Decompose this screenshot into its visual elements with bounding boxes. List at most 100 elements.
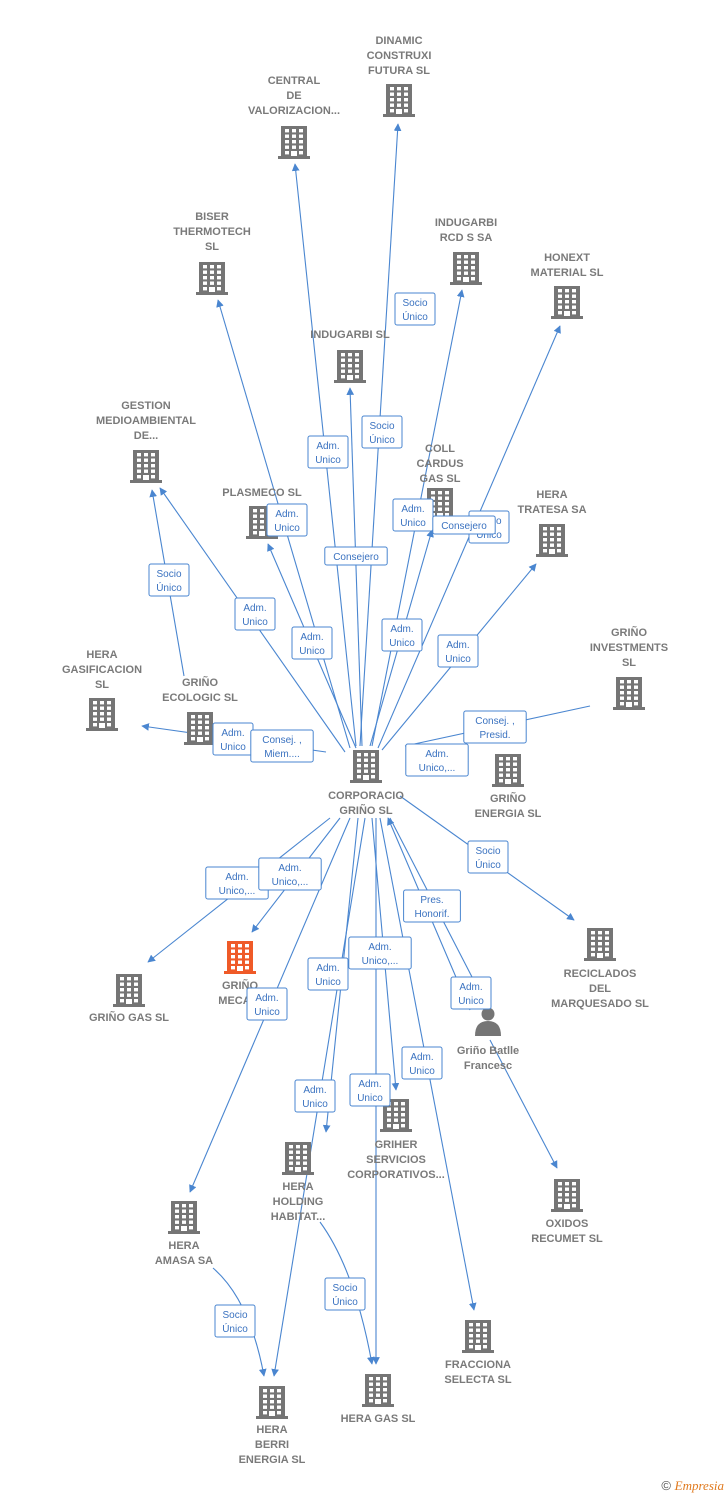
relation-label[interactable]: Adm.Unico (246, 987, 288, 1021)
brand-logo-text[interactable]: Empresia (674, 1478, 724, 1493)
building-icon[interactable] (184, 712, 216, 745)
building-icon[interactable] (380, 1099, 412, 1132)
node-griher[interactable]: GRIHERSERVICIOSCORPORATIVOS... (347, 1099, 445, 1181)
relation-label[interactable]: Adm.Unico (266, 503, 308, 537)
building-icon[interactable] (383, 84, 415, 117)
building-icon[interactable] (168, 1201, 200, 1234)
relation-label[interactable]: Consej. ,Miem.... (250, 729, 314, 763)
relation-label-text: Adm. (300, 632, 323, 643)
node-label: HOLDING (273, 1196, 324, 1208)
node-label: GRIHER (375, 1139, 418, 1151)
relation-label[interactable]: Adm.Unico (234, 597, 276, 631)
relation-label[interactable]: Adm.Unico (212, 722, 254, 756)
node-oxidos[interactable]: OXIDOS RECUMET SL (531, 1179, 603, 1245)
building-icon[interactable] (450, 252, 482, 285)
building-icon[interactable] (362, 1374, 394, 1407)
node-label: RECUMET SL (531, 1233, 603, 1245)
node-grinogas[interactable]: GRIÑO GAS SL (89, 974, 169, 1024)
node-indugarbi[interactable]: INDUGARBI SL (310, 329, 390, 383)
relation-label-text: Único (156, 581, 182, 594)
node-label: GASIFICACION (62, 664, 142, 676)
node-label: FRACCIONA (445, 1359, 511, 1371)
building-icon[interactable] (282, 1142, 314, 1175)
building-icon[interactable] (584, 928, 616, 961)
node-fracciona[interactable]: FRACCIONA SELECTA SL (444, 1320, 512, 1386)
relation-label-text: Socio (402, 298, 427, 309)
relation-label-text: Unico (315, 455, 341, 466)
relation-label[interactable]: Adm.Unico (392, 498, 434, 532)
relation-label[interactable]: Adm.Unico (349, 1073, 391, 1107)
node-label: CORPORATIVOS... (347, 1169, 445, 1181)
relation-label[interactable]: Adm.Unico (291, 626, 333, 660)
building-icon[interactable] (196, 262, 228, 295)
relation-label[interactable]: Adm.Unico (437, 634, 479, 668)
node-label: GRIÑO SL (339, 804, 392, 817)
building-icon[interactable] (350, 750, 382, 783)
building-icon[interactable] (334, 350, 366, 383)
node-label: OXIDOS (546, 1218, 589, 1230)
relation-label[interactable]: Adm.Unico (307, 957, 349, 991)
focus-building-icon[interactable] (224, 941, 256, 974)
node-label: SL (622, 657, 636, 669)
building-icon[interactable] (462, 1320, 494, 1353)
building-icon[interactable] (492, 754, 524, 787)
node-heraholding[interactable]: HERAHOLDINGHABITAT... (271, 1142, 326, 1223)
relation-label-text: Adm. (243, 603, 266, 614)
node-label: Griño Batlle (457, 1045, 519, 1057)
relation-label[interactable]: Consej. ,Presid. (463, 710, 527, 744)
relation-label[interactable]: Adm.Unico (401, 1046, 443, 1080)
building-icon[interactable] (86, 698, 118, 731)
node-label: ENERGIA SL (475, 808, 542, 820)
building-icon[interactable] (113, 974, 145, 1007)
node-central[interactable]: CENTRALDEVALORIZACION... (248, 75, 340, 159)
relation-label-text: Unico (400, 518, 426, 529)
relation-label[interactable]: Adm.Unico (307, 435, 349, 469)
building-icon[interactable] (130, 450, 162, 483)
building-icon[interactable] (551, 286, 583, 319)
relation-label-text: Unico (302, 1099, 328, 1110)
relation-label[interactable]: Consejero (432, 515, 496, 535)
building-icon[interactable] (278, 126, 310, 159)
relation-label-text: Adm. (390, 624, 413, 635)
relation-label[interactable]: Adm.Unico (294, 1079, 336, 1113)
relation-label[interactable]: Adm.Unico,... (405, 743, 469, 777)
relation-label[interactable]: Adm.Unico (381, 618, 423, 652)
building-icon[interactable] (536, 524, 568, 557)
relation-label[interactable]: Adm.Unico,... (258, 857, 322, 891)
building-icon[interactable] (256, 1386, 288, 1419)
relation-label[interactable]: Pres.Honorif. (403, 889, 461, 923)
relation-label[interactable]: Adm.Unico (450, 976, 492, 1010)
building-icon[interactable] (613, 677, 645, 710)
building-icon[interactable] (551, 1179, 583, 1212)
node-gestion[interactable]: GESTIONMEDIOAMBIENTALDE... (96, 400, 196, 483)
person-icon[interactable] (475, 1007, 501, 1037)
node-label: HERA (86, 649, 117, 661)
node-heragas[interactable]: HERA GAS SL (341, 1374, 416, 1425)
relation-edge (489, 1039, 558, 1169)
relation-label-text: Honorif. (414, 909, 449, 920)
relation-label[interactable]: Adm.Unico,... (348, 936, 412, 970)
node-label: SELECTA SL (444, 1374, 512, 1386)
relation-label[interactable]: Consejero (324, 546, 388, 566)
relation-label-text: Unico (220, 742, 246, 753)
